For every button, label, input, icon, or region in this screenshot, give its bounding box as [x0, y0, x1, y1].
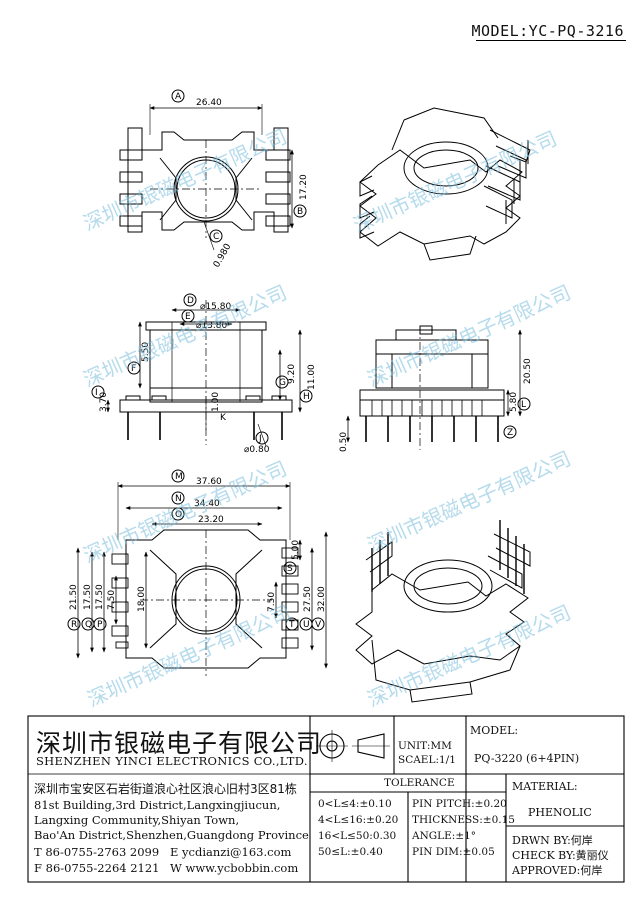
model-header: MODEL:YC-PQ-3216	[471, 22, 624, 40]
dim-t-value: 7.50	[267, 592, 277, 612]
dim-x-value: 18.00	[137, 586, 147, 612]
title-block-frame	[27, 715, 625, 883]
thickness: THICKNESS:±0.15	[412, 814, 515, 826]
dim-letter-b: B	[297, 207, 303, 217]
dim-letter-t: T	[288, 620, 295, 630]
dim-j-value: ⌀0.80	[244, 445, 270, 455]
tolerance-3: 16<L≤50:0.30	[318, 830, 397, 842]
dim-letter-p: P	[97, 620, 103, 630]
dim-letter-z: Z	[507, 428, 513, 438]
dim-v-value: 32.00	[317, 586, 327, 612]
dim-g-value: 9.20	[287, 364, 297, 384]
isometric-view-top	[359, 107, 531, 261]
angle: ANGLE:±1°	[412, 830, 477, 842]
dim-pin-value: 0.50	[339, 432, 349, 452]
dim-a-value: 26.40	[196, 98, 222, 108]
address-en-2: Langxing Community,Shiyan Town,	[34, 813, 240, 827]
dim-letter-f: F	[131, 364, 136, 374]
material-value: PHENOLIC	[528, 806, 592, 819]
scale-label: SCAEL:1/1	[398, 754, 456, 766]
pin-pitch: PIN PITCH:±0.20	[412, 798, 507, 810]
company-name-en: SHENZHEN YINCI ELECTRONICS CO.,LTD.	[36, 754, 308, 768]
dim-letter-c: C	[213, 232, 219, 242]
address-cn: 深圳市宝安区石岩街道浪心社区浪心旧村3区81栋	[34, 782, 297, 796]
dim-k-value: 1.00	[211, 392, 221, 412]
front-view	[346, 325, 531, 450]
model-field-value: PQ-3220 (6+4PIN)	[474, 752, 580, 765]
tolerance-4: 50≤L:±0.40	[318, 846, 383, 858]
dim-h-value: 11.00	[307, 364, 317, 390]
dim-letter-v: V	[315, 620, 322, 630]
dim-r-value: 21.50	[69, 584, 79, 610]
dim-letter-i: I	[95, 388, 98, 398]
isometric-view-bottom	[355, 520, 531, 703]
dim-l-value: 20.50	[523, 358, 533, 384]
model-field-label: MODEL:	[470, 724, 519, 737]
dim-letter-j: J	[258, 434, 262, 444]
pin-dim: PIN DIM:±0.05	[412, 846, 495, 858]
dim-letter-u: U	[303, 620, 310, 630]
side-view	[91, 293, 313, 447]
dim-e-value: ⌀13.80	[196, 321, 227, 331]
tolerance-2: 4<L≤16:±0.20	[318, 814, 399, 826]
dim-letter-d: D	[187, 296, 194, 306]
dimension-labels: A 26.40 B 17.20 C 0.980 D ⌀15.80 E ⌀13.8…	[69, 92, 533, 630]
dim-o-value: 23.20	[198, 515, 224, 525]
dim-letter-k: K	[220, 413, 227, 423]
dim-c-value: 0.980	[212, 242, 234, 270]
dim-letter-a: A	[175, 92, 182, 102]
unit-label: UNIT:MM	[398, 740, 452, 752]
dim-n-value: 34.40	[194, 499, 220, 509]
dim-q-value: 17.50	[83, 584, 93, 610]
dim-letter-n: N	[175, 494, 182, 504]
drawn-by: DRWN BY:何岸	[512, 834, 593, 847]
address-en-3: Bao'An District,Shenzhen,Guangdong Provi…	[34, 828, 309, 842]
dim-p-value: 17.50	[95, 584, 105, 610]
dim-d-value: ⌀15.80	[200, 302, 231, 312]
company-name-cn: 深圳市银磁电子有限公司	[36, 729, 323, 758]
approved-by: APPROVED:何岸	[512, 864, 603, 877]
dim-letter-r: R	[71, 620, 77, 630]
dim-letter-o: O	[175, 510, 182, 520]
dim-i-value: 3.70	[99, 392, 109, 412]
bottom-view	[67, 469, 328, 676]
model-underline	[476, 40, 626, 41]
dim-b-value: 17.20	[299, 174, 309, 200]
fax: F 86-0755-2264 2121	[34, 861, 160, 875]
check-by: CHECK BY:黄丽仪	[512, 849, 609, 862]
dim-s-value: 5.00	[291, 540, 301, 560]
address-en-1: 81st Building,3rd District,Langxingjiucu…	[34, 798, 281, 812]
dim-u-value: 27.50	[303, 586, 313, 612]
dim-letter-l: L	[521, 400, 526, 410]
telephone: T 86-0755-2763 2099	[34, 845, 160, 859]
dim-letter-s: S	[287, 564, 293, 574]
dim-f-value: 5.50	[141, 342, 151, 362]
dim-z-value: 5.80	[509, 392, 519, 412]
dim-m-value: 37.60	[196, 477, 222, 487]
dim-letter-q: Q	[85, 620, 92, 630]
tolerance-title: TOLERANCE	[384, 777, 455, 789]
dim-letter-h: H	[303, 392, 310, 402]
dim-w-value: 7.50	[107, 590, 117, 610]
email: E ycdianzi@163.com	[170, 845, 292, 859]
website: W www.ycbobbin.com	[170, 861, 299, 875]
top-view	[119, 89, 307, 251]
material-label: MATERIAL:	[512, 780, 578, 793]
dim-letter-m: M	[175, 472, 183, 482]
tolerance-1: 0<L≤4:±0.10	[318, 798, 392, 810]
dim-letter-e: E	[185, 312, 191, 322]
dim-letter-g: G	[279, 378, 286, 388]
